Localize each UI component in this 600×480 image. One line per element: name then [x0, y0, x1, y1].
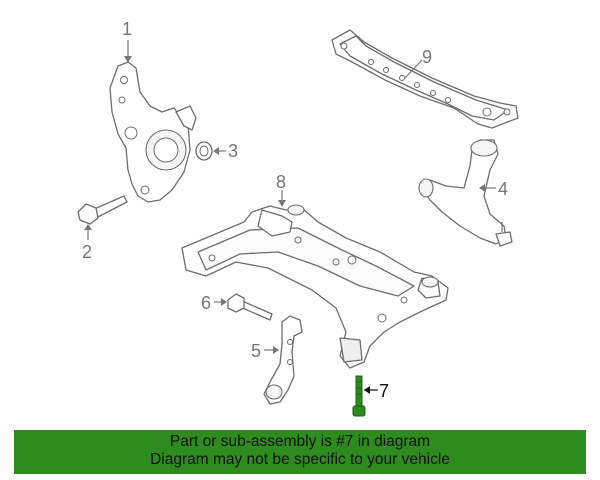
part-9-crossmember-bar[interactable]: [331, 29, 519, 129]
callout-9: 9: [422, 47, 432, 67]
part-3-nut[interactable]: [195, 141, 213, 161]
part-5-stabilizer-link[interactable]: [263, 315, 303, 405]
callout-3: 3: [228, 141, 238, 161]
banner-line-2: Diagram may not be specific to your vehi…: [150, 451, 450, 468]
part-6-bolt[interactable]: [227, 293, 273, 321]
info-banner: Part or sub-assembly is #7 in diagram Di…: [14, 430, 586, 474]
part-1-steering-knuckle[interactable]: [109, 61, 197, 203]
callout-8: 8: [276, 172, 286, 192]
callout-5: 5: [251, 341, 261, 361]
parts-diagram: 9 1 3 2 4: [77, 19, 519, 417]
part-4-control-arm[interactable]: [418, 139, 513, 247]
callout-7: 7: [379, 381, 389, 401]
callout-6: 6: [201, 293, 211, 313]
part-7-bolt-highlighted[interactable]: [352, 375, 366, 417]
callout-4: 4: [498, 179, 508, 199]
banner-line-1: Part or sub-assembly is #7 in diagram: [169, 433, 431, 450]
part-8-front-subframe[interactable]: [181, 204, 449, 369]
callout-2: 2: [82, 242, 92, 262]
callout-1: 1: [122, 19, 132, 39]
part-2-bolt[interactable]: [77, 195, 128, 225]
